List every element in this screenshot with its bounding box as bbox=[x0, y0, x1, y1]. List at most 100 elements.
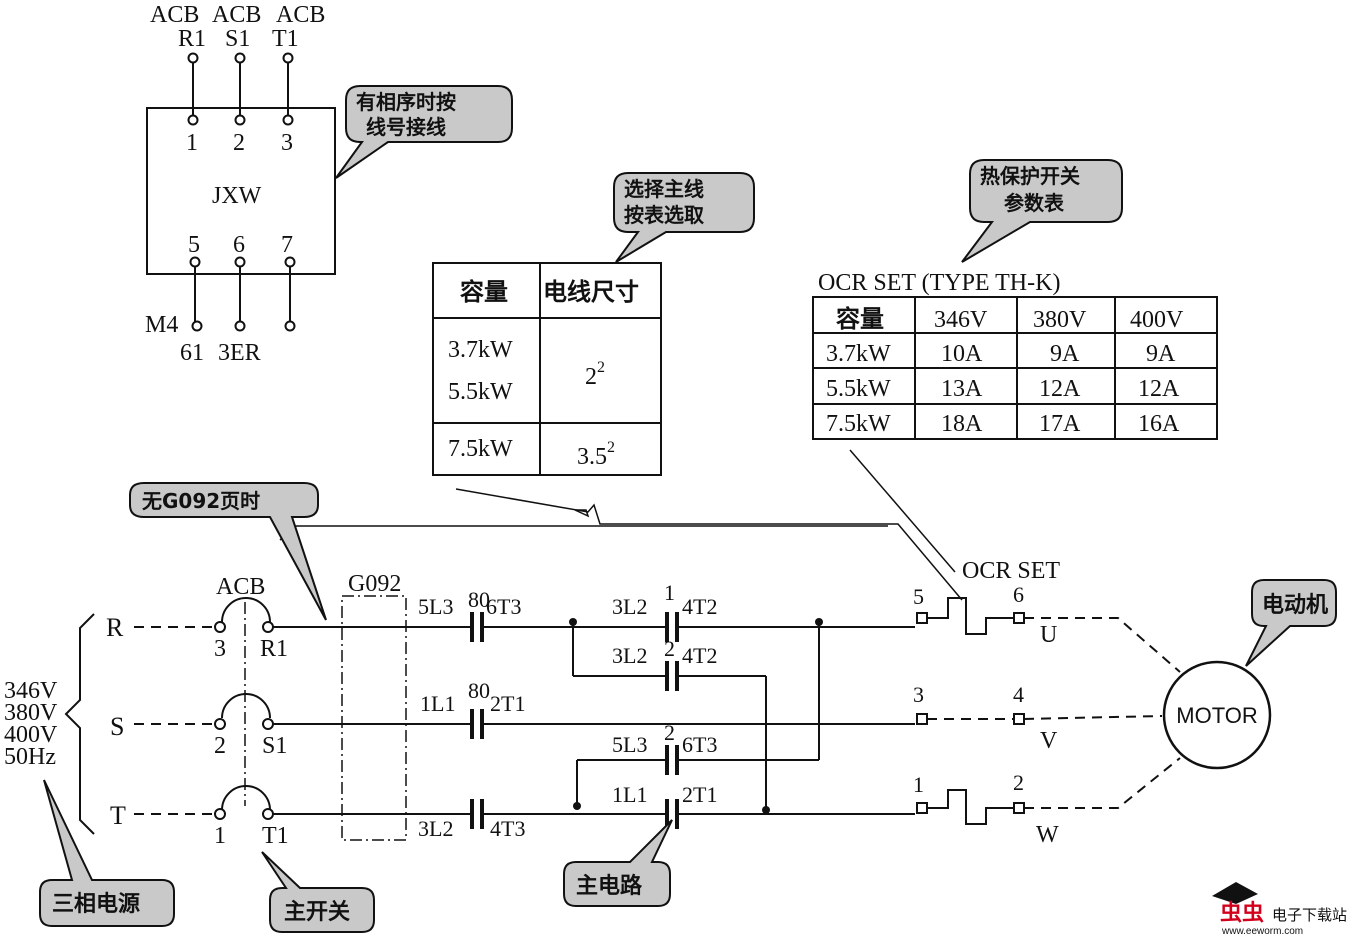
motor-label: MOTOR bbox=[1176, 703, 1257, 728]
ocr-set-label: OCR SET bbox=[962, 558, 1060, 584]
ocr-header-380v: 380V bbox=[1033, 307, 1087, 333]
callout-main-switch-text: 主开关 bbox=[284, 900, 350, 925]
callout-no-g092-text: 无G092页时 bbox=[142, 489, 260, 513]
c-bot-right: 4T3 bbox=[490, 816, 525, 841]
voltage-50hz: 50Hz bbox=[4, 744, 56, 770]
acb-arc-r bbox=[221, 597, 271, 623]
callout-wire-select: 选择主线 按表选取 bbox=[613, 172, 755, 263]
watermark-site: 电子下载站 bbox=[1272, 907, 1347, 924]
ocr-term-6 bbox=[1013, 612, 1025, 624]
acb-out-r1: R1 bbox=[260, 636, 288, 662]
source-brace bbox=[64, 613, 95, 835]
jxw-pin-7: 7 bbox=[281, 232, 293, 258]
jxw-top-label-2: ACB bbox=[212, 2, 261, 28]
acb-in-2: 2 bbox=[214, 733, 226, 759]
cr2-num: 2 bbox=[664, 636, 675, 661]
wire-table-header-size: 电线尺寸 bbox=[543, 279, 639, 306]
callout-three-phase-text: 三相电源 bbox=[52, 892, 140, 917]
ocr-table-title: OCR SET (TYPE TH-K) bbox=[818, 270, 1060, 296]
jxw-top-sub-1: R1 bbox=[178, 26, 206, 52]
phase-t: T bbox=[110, 801, 126, 830]
cr3-left: 5L3 bbox=[612, 732, 647, 757]
callout-no-g092: 无G092页时 bbox=[129, 482, 327, 621]
wire-size-table: 容量 电线尺寸 3.7kW 5.5kW 22 7.5kW 3.52 bbox=[432, 262, 662, 476]
ocr-term-3 bbox=[916, 713, 928, 725]
jxw-block: ACB ACB ACB R1 S1 T1 1 2 3 JXW 5 6 7 M4 … bbox=[145, 2, 336, 366]
callout-thermal-line1: 热保护开关 bbox=[980, 164, 1080, 188]
graduation-cap-icon bbox=[1212, 882, 1258, 904]
motor-symbol bbox=[1162, 660, 1272, 770]
c80-mid-left: 1L1 bbox=[420, 691, 455, 716]
jxw-pin-3: 3 bbox=[281, 130, 293, 156]
callout-main-circuit: 主电路 bbox=[563, 819, 673, 907]
ocr-term-4 bbox=[1013, 713, 1025, 725]
callout-thermal-line2: 参数表 bbox=[1004, 191, 1065, 215]
ocr-r3-346: 18A bbox=[941, 411, 983, 437]
motor-term-v: V bbox=[1040, 728, 1058, 754]
acb-in-1: 1 bbox=[214, 823, 226, 849]
wire-table-size-2: 3.52 bbox=[577, 439, 615, 470]
callout-three-phase: 三相电源 bbox=[39, 779, 175, 927]
motor-term-w: W bbox=[1036, 822, 1059, 848]
jxw-pin-5: 5 bbox=[188, 232, 200, 258]
acb-arc-t bbox=[221, 785, 271, 811]
jxw-top-label-3: ACB bbox=[276, 2, 325, 28]
voltage-400v: 400V bbox=[4, 722, 58, 748]
watermark-brand: 虫虫 bbox=[1220, 900, 1264, 926]
watermark: 虫虫 电子下载站 www.eeworm.com bbox=[1212, 882, 1347, 937]
watermark-url: www.eeworm.com bbox=[1221, 926, 1303, 937]
acb-out-s1: S1 bbox=[262, 733, 287, 759]
ocr-r3-400: 16A bbox=[1138, 411, 1180, 437]
ocr-r1-346: 10A bbox=[941, 341, 983, 367]
c80-mid-num: 80 bbox=[468, 678, 490, 703]
ocr-term-2 bbox=[1013, 802, 1025, 814]
callout-wire-select-line1: 选择主线 bbox=[624, 177, 704, 201]
callout-motor: 电动机 bbox=[1245, 579, 1337, 667]
acb-label: ACB bbox=[216, 574, 265, 600]
acb-in-3: 3 bbox=[214, 636, 226, 662]
callout-wire-select-line2: 按表选取 bbox=[624, 203, 704, 227]
g092-box bbox=[341, 595, 407, 841]
cr1-right: 4T2 bbox=[682, 594, 717, 619]
ocr-r1-cap: 3.7kW bbox=[826, 341, 891, 367]
callout-motor-text: 电动机 bbox=[1262, 593, 1328, 618]
callout-phase-sequence-line2: 线号接线 bbox=[366, 115, 446, 139]
ocr-term-label-2: 2 bbox=[1013, 770, 1024, 795]
ocr-header-400v: 400V bbox=[1130, 307, 1184, 333]
ocr-r2-380: 12A bbox=[1039, 376, 1081, 402]
ocr-r1-400: 9A bbox=[1146, 341, 1176, 367]
g092-label: G092 bbox=[348, 571, 401, 597]
cr2-right: 4T2 bbox=[682, 643, 717, 668]
ocr-r2-cap: 5.5kW bbox=[826, 376, 891, 402]
cr3-num: 2 bbox=[664, 720, 675, 745]
callout-main-circuit-text: 主电路 bbox=[576, 873, 643, 899]
jxw-pin-2: 2 bbox=[233, 130, 245, 156]
cr1-num: 1 bbox=[664, 580, 675, 605]
c80-top-num: 80 bbox=[468, 587, 490, 612]
wire-table-header-capacity: 容量 bbox=[460, 278, 508, 306]
cr4-left: 1L1 bbox=[612, 782, 647, 807]
jxw-bottom-sub-1: 61 bbox=[180, 340, 204, 366]
c-bot-left: 3L2 bbox=[418, 816, 453, 841]
wire-select-leader bbox=[455, 488, 963, 601]
ocr-term-label-4: 4 bbox=[1013, 682, 1024, 707]
jxw-bottom-sub-2: 3ER bbox=[218, 340, 261, 366]
main-circuit: 346V 380V 400V 50Hz R S T ACB 3 2 1 R1 S… bbox=[4, 558, 1272, 849]
ocr-term-1 bbox=[916, 802, 928, 814]
cr4-right: 2T1 bbox=[682, 782, 717, 807]
ocr-term-label-5: 5 bbox=[913, 584, 924, 609]
phase-r: R bbox=[106, 613, 124, 642]
wire-table-cap-1: 3.7kW bbox=[448, 337, 513, 363]
wire-table-cap-3: 7.5kW bbox=[448, 436, 513, 462]
acb-arc-s bbox=[221, 693, 271, 719]
ocr-r2-400: 12A bbox=[1138, 376, 1180, 402]
ocr-term-label-6: 6 bbox=[1013, 582, 1024, 607]
callout-phase-sequence-line1: 有相序时按 bbox=[356, 90, 456, 114]
callout-phase-sequence: 有相序时按 线号接线 bbox=[335, 85, 513, 179]
ocr-term-5 bbox=[916, 612, 928, 624]
voltage-380v: 380V bbox=[4, 700, 58, 726]
ocr-header-346v: 346V bbox=[934, 307, 988, 333]
ocr-r3-380: 17A bbox=[1039, 411, 1081, 437]
ocr-r1-380: 9A bbox=[1050, 341, 1080, 367]
wire-table-cap-2: 5.5kW bbox=[448, 379, 513, 405]
